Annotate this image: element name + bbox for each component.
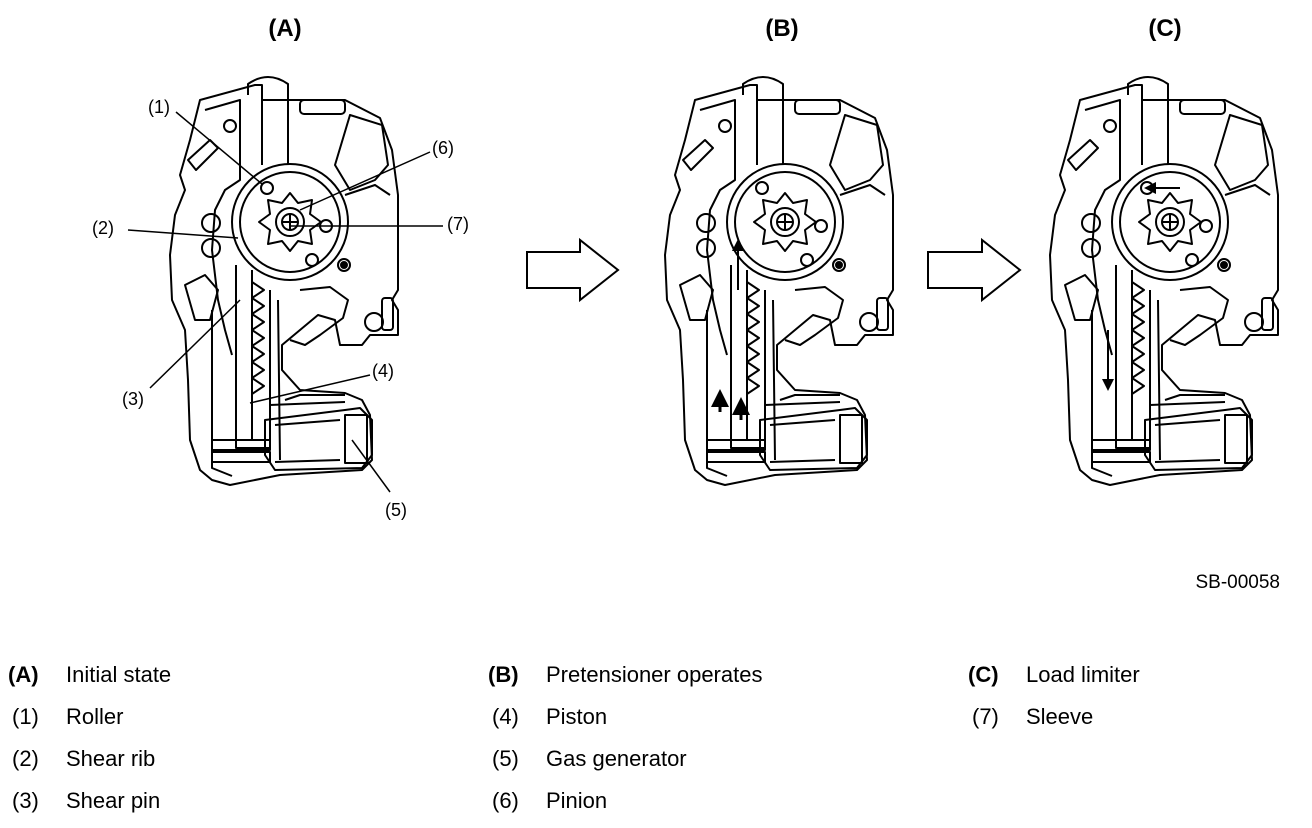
leader-2	[128, 230, 238, 238]
legend: (A) Initial state (B) Pretensioner opera…	[0, 650, 1312, 828]
legend-key: (A)	[8, 662, 39, 687]
diagram-canvas: (A) (B) (C) (1) (2) (3) (4) (5) (6) (7) …	[92, 15, 1280, 593]
leader-1	[176, 112, 262, 184]
legend-text: Pinion	[546, 788, 608, 813]
callout-1: (1)	[148, 97, 170, 117]
callout-3: (3)	[122, 389, 144, 409]
callout-5: (5)	[385, 500, 407, 520]
legend-key: (6)	[492, 788, 519, 813]
legend-key: (7)	[972, 704, 999, 729]
legend-key: (2)	[12, 746, 39, 771]
callout-6: (6)	[432, 138, 454, 158]
leader-4	[250, 375, 370, 403]
legend-text: Sleeve	[1026, 704, 1094, 729]
mechanism-panel-a	[169, 76, 399, 486]
mechanism-panel-c	[1049, 76, 1279, 486]
leader-3	[150, 300, 240, 388]
legend-key: (C)	[968, 662, 999, 687]
legend-text: Shear pin	[66, 788, 161, 813]
legend-text: Shear rib	[66, 746, 156, 771]
legend-text: Gas generator	[546, 746, 687, 771]
legend-text: Pretensioner operates	[546, 662, 763, 687]
legend-key: (1)	[12, 704, 39, 729]
panel-title-c: (C)	[1148, 15, 1181, 42]
callout-4: (4)	[372, 361, 394, 381]
legend-text: Initial state	[66, 662, 172, 687]
callout-leaders	[128, 112, 443, 492]
legend-key: (B)	[488, 662, 519, 687]
transition-arrow-a-b	[527, 240, 618, 300]
legend-text: Roller	[66, 704, 124, 729]
leader-6	[300, 152, 430, 210]
figure-reference-code: SB-00058	[1195, 572, 1280, 593]
legend-text: Piston	[546, 704, 608, 729]
legend-key: (5)	[492, 746, 519, 771]
legend-key: (3)	[12, 788, 39, 813]
panel-title-a: (A)	[268, 15, 301, 42]
callout-7: (7)	[447, 214, 469, 234]
transition-arrow-b-c	[928, 240, 1020, 300]
mechanism-panel-b	[664, 76, 894, 486]
legend-key: (4)	[492, 704, 519, 729]
callout-2: (2)	[92, 218, 114, 238]
panel-title-b: (B)	[765, 15, 798, 42]
legend-text: Load limiter	[1026, 662, 1140, 687]
leader-5	[352, 440, 390, 492]
